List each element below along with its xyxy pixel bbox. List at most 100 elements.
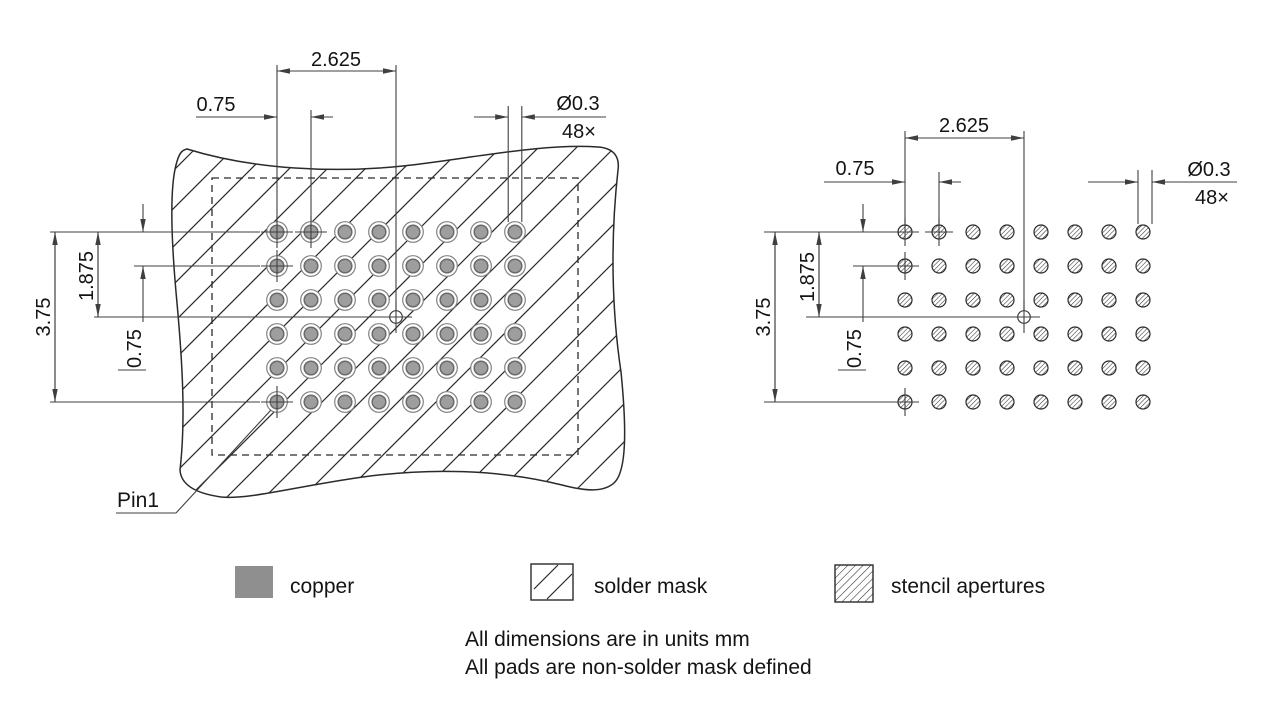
copper-disc xyxy=(507,394,523,410)
copper-pad xyxy=(300,323,322,345)
copper-disc xyxy=(507,326,523,342)
hatch-line xyxy=(171,146,463,498)
stencil-aperture xyxy=(1135,292,1151,308)
stencil-aperture xyxy=(1101,258,1117,274)
component-outline-dashed xyxy=(211,177,579,456)
stencil-aperture xyxy=(1101,394,1117,410)
dim-diameter-label: Ø0.3 xyxy=(1187,159,1230,181)
copper-pad xyxy=(266,357,288,379)
stencil-aperture xyxy=(1033,394,1049,410)
stencil-aperture xyxy=(1067,394,1083,410)
copper-disc xyxy=(303,292,319,308)
extension-lines xyxy=(50,65,523,403)
copper-pad xyxy=(334,323,356,345)
hatch-line xyxy=(211,146,625,498)
copper-disc xyxy=(269,360,285,376)
copper-pad xyxy=(300,357,322,379)
copper-disc xyxy=(439,292,455,308)
pin1-label: Pin1 xyxy=(117,489,159,512)
copper-disc xyxy=(337,360,353,376)
copper-disc xyxy=(371,394,387,410)
legend-item-stencil: stencil apertures xyxy=(834,564,1045,603)
copper-pad xyxy=(368,221,390,243)
hatch-line xyxy=(171,146,425,498)
stencil-aperture xyxy=(1135,224,1151,240)
copper-pad xyxy=(504,255,526,277)
copper-swatch xyxy=(235,566,273,598)
copper-disc xyxy=(371,224,387,240)
copper-disc xyxy=(439,394,455,410)
copper-disc xyxy=(473,326,489,342)
stencil-aperture xyxy=(1135,394,1151,410)
dim-half-span-y-label: 1.875 xyxy=(797,252,819,302)
stencil-aperture xyxy=(965,224,981,240)
hatch-line xyxy=(515,146,625,498)
copper-disc xyxy=(303,326,319,342)
copper-pad xyxy=(334,221,356,243)
stencil-aperture xyxy=(931,326,947,342)
dimension-lines xyxy=(52,68,606,402)
stencil-aperture xyxy=(999,224,1015,240)
copper-disc xyxy=(337,224,353,240)
stencil-aperture xyxy=(965,326,981,342)
copper-disc xyxy=(303,258,319,274)
hatch-line xyxy=(477,146,625,498)
copper-pad xyxy=(504,289,526,311)
copper-pad xyxy=(436,391,458,413)
copper-pad xyxy=(334,357,356,379)
stencil-aperture xyxy=(965,292,981,308)
swatch-hatch-line xyxy=(546,573,573,600)
copper-pad xyxy=(334,289,356,311)
note-units: All dimensions are in units mm xyxy=(465,628,750,651)
stencil-aperture xyxy=(1067,224,1083,240)
pad-crosshair xyxy=(261,216,293,248)
copper-pad xyxy=(470,255,492,277)
copper-pad xyxy=(334,255,356,277)
dim-diameter-label: Ø0.3 xyxy=(556,93,599,115)
stencil-aperture xyxy=(931,360,947,376)
copper-pad xyxy=(402,391,424,413)
copper-disc xyxy=(269,292,285,308)
stencil-aperture xyxy=(965,394,981,410)
copper-disc xyxy=(507,258,523,274)
dim-pitch-x-label: 0.75 xyxy=(836,158,875,180)
copper-disc xyxy=(405,224,421,240)
copper-disc xyxy=(269,326,285,342)
legend-copper-label: copper xyxy=(290,575,354,598)
copper-pad xyxy=(504,221,526,243)
copper-disc xyxy=(507,292,523,308)
stencil-aperture xyxy=(1101,292,1117,308)
dim-pitch-y-label: 0.75 xyxy=(124,329,146,368)
copper-disc xyxy=(405,292,421,308)
stencil-aperture xyxy=(999,258,1015,274)
stencil-aperture xyxy=(1067,258,1083,274)
dim-span-x-label: 2.625 xyxy=(939,115,989,137)
pad-crosshair xyxy=(261,386,293,418)
copper-disc xyxy=(439,360,455,376)
hatch-line xyxy=(173,146,615,498)
hatch-line xyxy=(171,146,311,498)
stencil-aperture xyxy=(897,292,913,308)
copper-disc xyxy=(337,394,353,410)
copper-disc xyxy=(371,258,387,274)
stencil-aperture xyxy=(1033,292,1049,308)
pad-crosshair xyxy=(891,252,919,280)
stencil-aperture xyxy=(1067,326,1083,342)
note-nsmd: All pads are non-solder mask defined xyxy=(465,656,812,679)
dim-count-label: 48× xyxy=(562,121,596,143)
copper-disc xyxy=(439,258,455,274)
stencil-aperture xyxy=(1101,326,1117,342)
dim-count-label: 48× xyxy=(1195,187,1229,209)
pad-crosshair xyxy=(891,388,919,416)
copper-disc xyxy=(439,326,455,342)
stencil-aperture xyxy=(897,360,913,376)
copper-pad xyxy=(402,221,424,243)
dim-span-y-label: 3.75 xyxy=(33,298,55,337)
copper-disc xyxy=(303,394,319,410)
legend-stencil-label: stencil apertures xyxy=(891,575,1045,598)
stencil-aperture xyxy=(1067,360,1083,376)
stencil-apertures-swatch xyxy=(834,564,874,603)
drawing-notes: All dimensions are in units mm All pads a… xyxy=(465,628,812,679)
